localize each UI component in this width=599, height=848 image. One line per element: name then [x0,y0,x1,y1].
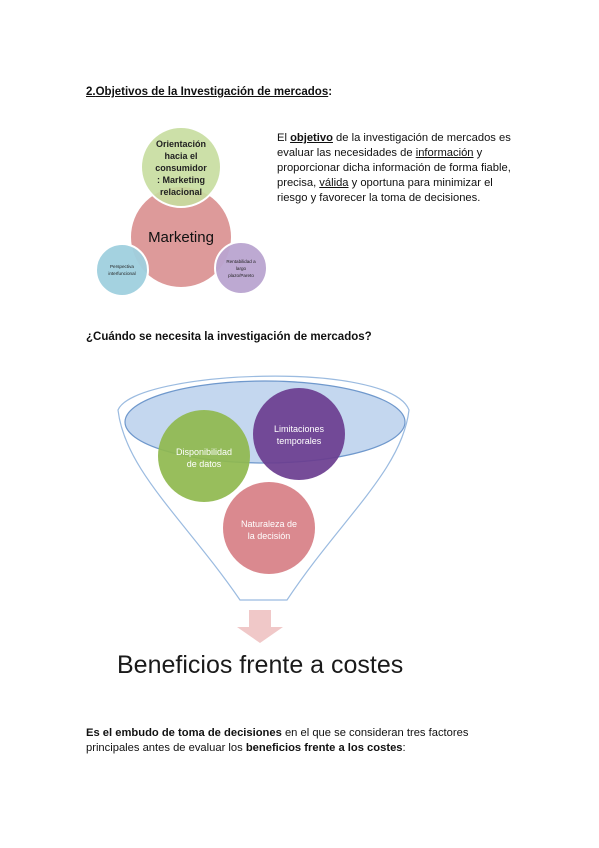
valida-term: válida [319,177,349,189]
nature-line-1: Naturaleza de [241,519,297,529]
top-line-5: relacional [160,187,202,197]
benefits-term: beneficios frente a los costes [245,742,403,754]
funnel-outline [117,375,410,601]
informacion-term: información [415,147,474,159]
down-arrow-icon [237,610,283,643]
nature-line-2: la decisión [248,531,291,541]
time-line-1: Limitaciones [274,424,325,434]
right-line-3: plazo/Pareto [228,273,254,278]
data-line-1: Disponibilidad [176,447,232,457]
right-line-1: Rentabilidad a [226,259,256,264]
section-title: Objetivos de la Investigación de mercado… [95,86,329,98]
decision-nature-circle [223,482,315,574]
paragraph-text: : [402,742,406,754]
left-line-2: interfuncional [108,271,135,276]
paragraph-text: en el que se consideran tres factores pr… [86,727,469,754]
top-line-3: consumidor [155,163,207,173]
marketing-label: Marketing [148,229,214,246]
top-line-1: Orientación [156,139,206,149]
funnel-explanation: Es el embudo de toma de decisiones en el… [86,726,506,756]
time-limits-circle [253,388,345,480]
objetivo-term: objetivo [290,132,333,144]
paragraph-text: y oportuna para minimizar el riesgo y fa… [277,177,493,204]
top-line-2: hacia el [164,151,197,161]
question-heading: ¿Cuándo se necesita la investigación de … [86,331,372,343]
data-availability-circle [158,410,250,502]
interfunctional-circle [95,243,149,297]
benefits-vs-costs-label: Beneficios frente a costes [117,651,404,679]
right-line-2: largo [236,266,247,271]
consumer-orientation-circle [140,126,222,208]
decision-funnel-diagram: Disponibilidad de datos Limitaciones tem… [117,375,410,643]
section-suffix: : [328,86,333,98]
section-heading: 2.Objetivos de la Investigación de merca… [86,86,332,98]
paragraph-text: de la investigación de mercados es evalu… [277,132,511,159]
objective-paragraph: El objetivo de la investigación de merca… [277,131,517,206]
time-line-2: temporales [277,436,322,446]
paragraph-text: y proporcionar dicha información de form… [277,147,511,189]
profitability-circle [214,241,268,295]
top-line-4: : Marketing [157,175,205,185]
section-number: 2. [86,86,96,98]
data-line-2: de datos [187,459,222,469]
left-line-1: Perspectiva [110,264,134,269]
funnel-term: Es el embudo de toma de decisiones [86,727,282,739]
paragraph-text: El [277,132,291,144]
marketing-diagram: Orientación hacia el consumidor : Market… [95,126,268,297]
